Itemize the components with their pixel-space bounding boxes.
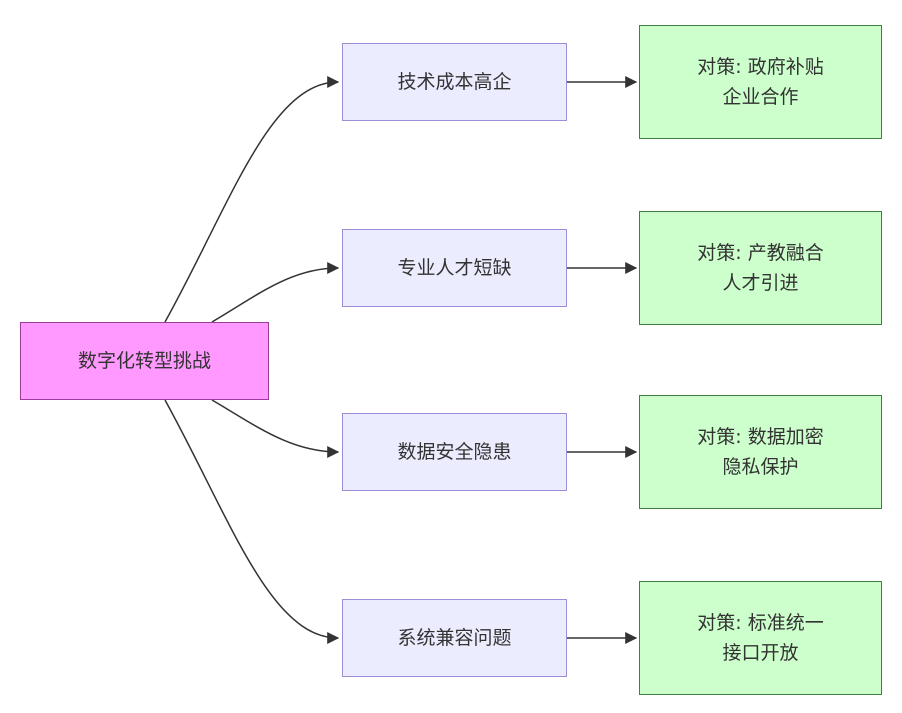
challenge-node-2[interactable]: 专业人才短缺: [342, 229, 567, 307]
challenge-label: 专业人才短缺: [397, 256, 512, 279]
solution-node-1[interactable]: 对策: 政府补贴 企业合作: [639, 25, 882, 139]
solution-line: 接口开放: [722, 642, 799, 664]
solution-line: 隐私保护: [722, 456, 799, 478]
challenge-node-3[interactable]: 数据安全隐患: [342, 413, 567, 491]
solution-line: 对策: 标准统一: [697, 611, 824, 634]
solution-node-4[interactable]: 对策: 标准统一 接口开放: [639, 581, 882, 695]
root-label: 数字化转型挑战: [77, 349, 211, 372]
challenge-node-1[interactable]: 技术成本高企: [342, 43, 567, 121]
challenge-label: 技术成本高企: [397, 70, 512, 93]
solution-line: 企业合作: [722, 86, 799, 108]
solution-node-3[interactable]: 对策: 数据加密 隐私保护: [639, 395, 882, 509]
challenge-label: 数据安全隐患: [397, 440, 512, 463]
solution-line: 对策: 政府补贴: [697, 55, 824, 78]
edge-root-to-challenge-1: [164, 76, 340, 323]
challenge-label: 系统兼容问题: [397, 626, 512, 649]
edge-root-to-challenge-2: [211, 262, 340, 323]
solution-line: 对策: 产教融合: [697, 241, 824, 264]
solution-line: 对策: 数据加密: [697, 425, 824, 448]
solution-line: 人才引进: [722, 272, 799, 294]
edge-root-to-challenge-4: [164, 399, 340, 644]
edge-root-to-challenge-3: [211, 399, 340, 458]
root-node[interactable]: 数字化转型挑战: [20, 322, 269, 400]
challenge-node-4[interactable]: 系统兼容问题: [342, 599, 567, 677]
solution-node-2[interactable]: 对策: 产教融合 人才引进: [639, 211, 882, 325]
